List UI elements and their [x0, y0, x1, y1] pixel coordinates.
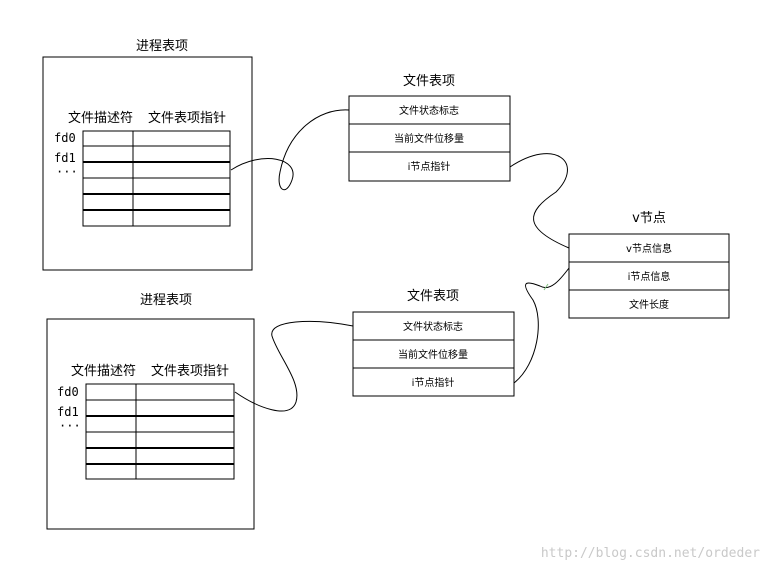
process-entry-2-col-fd: 文件描述符 [71, 363, 136, 379]
process-entry-1-fd1-label: fd1 [54, 151, 76, 165]
process-entry-1-col-fd: 文件描述符 [68, 110, 133, 126]
watermark: http://blog.csdn.net/ordeder [541, 546, 760, 561]
vnode-title: v节点 [632, 211, 666, 226]
vnode-file-length: 文件长度 [629, 298, 669, 311]
connector-fd1-to-file-entry-1 [230, 109, 350, 191]
connector-fd1-to-file-entry-2 [234, 320, 354, 412]
process-entry-1-col-ptr: 文件表项指针 [148, 111, 226, 126]
file-entry-1-status-flags: 文件状态标志 [399, 104, 459, 117]
file-entry-2-status-flags: 文件状态标志 [403, 320, 463, 333]
file-entry-2: 文件表项 文件状态标志 当前文件位移量 i节点指针 [352, 289, 515, 397]
connector-file-entry-2-to-vnode [513, 267, 570, 384]
fd-table-1 [82, 130, 231, 227]
process-entry-2-ellipsis-label: ··· [59, 419, 81, 433]
process-entry-1-fd0-label: fd0 [54, 131, 76, 145]
file-entry-2-title: 文件表项 [407, 289, 459, 304]
vnode: v节点 v节点信息 i节点信息 文件长度 [568, 211, 730, 319]
process-entry-1: 进程表项 文件描述符 文件表项指针 fd0 fd1 ··· [42, 39, 253, 271]
file-entry-2-box [352, 311, 515, 397]
process-entry-2-title: 进程表项 [140, 293, 192, 308]
file-entry-2-current-offset: 当前文件位移量 [398, 348, 468, 361]
file-entry-1-current-offset: 当前文件位移量 [394, 132, 464, 145]
vnode-box [568, 233, 730, 319]
connector-file-entry-1-to-vnode [509, 153, 570, 249]
vnode-vnode-info: v节点信息 [626, 242, 672, 255]
file-entry-2-inode-pointer: i节点指针 [412, 376, 455, 389]
file-entry-1: 文件表项 文件状态标志 当前文件位移量 i节点指针 [348, 74, 511, 182]
process-entry-2-fd0-label: fd0 [57, 385, 79, 399]
process-entry-2-col-ptr: 文件表项指针 [151, 364, 229, 379]
process-entry-2: 进程表项 文件描述符 文件表项指针 fd0 fd1 ··· [46, 293, 255, 530]
file-entry-1-box [348, 95, 511, 182]
vnode-inode-info: i节点信息 [628, 270, 671, 283]
fd-table-2 [85, 383, 235, 480]
process-entry-1-ellipsis-label: ··· [56, 165, 78, 179]
process-entry-1-title: 进程表项 [136, 39, 188, 54]
connector-artifact [543, 283, 549, 291]
file-entry-1-inode-pointer: i节点指针 [408, 160, 451, 173]
process-entry-2-fd1-label: fd1 [57, 405, 79, 419]
file-entry-1-title: 文件表项 [403, 74, 455, 89]
